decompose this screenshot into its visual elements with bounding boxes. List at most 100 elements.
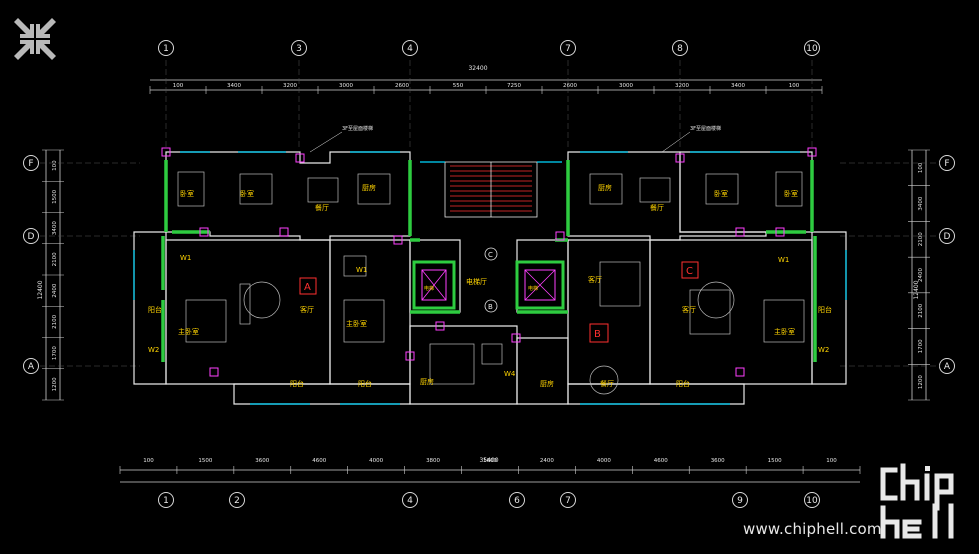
grid-lines: [40, 60, 940, 367]
dim-bottom-chain-label: 1500: [198, 458, 212, 464]
dim-right-chain-label: 1700: [918, 339, 924, 353]
room-labels: 卧室 卧室 餐厅 厨房 厨房 餐厅 卧室 卧室 W1 W1 W1 阳台 阳台 主…: [148, 183, 832, 388]
axis-right-A: A: [939, 358, 955, 374]
note-stair-right: 3F至屋面楼梯: [690, 125, 721, 132]
svg-text:1: 1: [163, 496, 169, 506]
furniture: [177, 171, 805, 395]
dim-left-chain-label: 2400: [52, 283, 58, 297]
dim-bottom-chain-label: 4600: [312, 458, 326, 464]
axis-bottom-1: 1: [158, 492, 174, 508]
axis-left-A: A: [23, 358, 39, 374]
axis-left-D: D: [23, 228, 39, 244]
svg-text:3: 3: [296, 44, 302, 54]
svg-text:4: 4: [407, 44, 413, 54]
label-balcony-5: 阳台: [676, 379, 690, 388]
svg-text:2: 2: [234, 496, 240, 506]
svg-text:1: 1: [163, 44, 169, 54]
label-dining-b: 餐厅: [600, 379, 614, 388]
dim-right-chain-label: 3400: [918, 196, 924, 210]
axis-bubbles-left: F D A: [23, 155, 39, 374]
axis-top-3: 3: [291, 40, 307, 56]
dim-top-chain-label: 7250: [507, 83, 521, 89]
elevators: [412, 260, 565, 310]
dim-top-chain-label: 3000: [339, 83, 353, 89]
dim-left-total: 12400: [37, 280, 44, 299]
svg-text:10: 10: [806, 44, 818, 54]
unit-c-label: C: [686, 266, 693, 277]
svg-text:6: 6: [514, 496, 520, 506]
axis-bottom-9: 9: [732, 492, 748, 508]
label-living-1: 客厅: [300, 305, 314, 314]
label-kitchen-1: 厨房: [362, 183, 376, 192]
axis-bubbles-right: FDA: [939, 155, 955, 374]
axis-bottom-2: 2: [229, 492, 245, 508]
dim-left-chain-label: 100: [52, 160, 58, 171]
dim-left-chain-label: 1200: [52, 377, 58, 391]
label-kitchen-a: 厨房: [420, 377, 434, 386]
dim-bottom-chain-label: 4600: [654, 458, 668, 464]
axis-top-8: 8: [672, 40, 688, 56]
dim-top-chain-label: 100: [173, 83, 184, 89]
label-w2-left: W2: [148, 346, 159, 354]
dim-top-chain-label: 2600: [395, 83, 409, 89]
windows: [133, 151, 847, 405]
dim-bottom-chain-label: 4000: [597, 458, 611, 464]
label-master-1: 主卧室: [178, 327, 199, 336]
dim-top-chain-label: 3200: [675, 83, 689, 89]
dim-left-chain-label: 2100: [52, 252, 58, 266]
svg-text:D: D: [944, 232, 951, 242]
svg-text:A: A: [28, 362, 35, 372]
svg-text:7: 7: [565, 496, 571, 506]
axis-bottom-10: 10: [804, 492, 820, 508]
unit-b-label: B: [594, 329, 601, 340]
dim-bottom-total: 35400: [479, 457, 498, 464]
label-dining-2: 餐厅: [650, 203, 664, 212]
svg-text:10: 10: [806, 496, 818, 506]
dim-bottom-chain-label: 2400: [540, 458, 554, 464]
svg-text:9: 9: [737, 496, 743, 506]
label-w1-left: W1: [180, 254, 191, 262]
watermark: www.chiphell.com: [743, 462, 973, 542]
collapse-icon[interactable]: [12, 16, 58, 62]
stair: [444, 161, 538, 218]
dim-bottom-chain-label: 4000: [369, 458, 383, 464]
axis-top-1: 1: [158, 40, 174, 56]
label-living-3: 客厅: [682, 305, 696, 314]
axis-right-D: D: [939, 228, 955, 244]
label-w1-center: W1: [356, 266, 367, 274]
dim-left-chain-label: 1700: [52, 346, 58, 360]
axis-bottom-4: 4: [402, 492, 418, 508]
label-balcony-2: 阳台: [818, 305, 832, 314]
axis-top-4: 4: [402, 40, 418, 56]
watermark-url: www.chiphell.com: [743, 520, 882, 538]
label-kitchen-b: 厨房: [540, 379, 554, 388]
dim-top-chain-label: 3200: [283, 83, 297, 89]
dim-bottom-chain-label: 3800: [426, 458, 440, 464]
annotations: 3F至屋面楼梯 3F至屋面楼梯: [309, 125, 721, 153]
label-w4: W4: [504, 370, 516, 378]
axis-bottom-6: 6: [509, 492, 525, 508]
label-w1-right: W1: [778, 256, 789, 264]
axis-bubbles-bottom: 1 2 4 6 7 9 10: [158, 492, 820, 508]
svg-text:F: F: [28, 159, 33, 169]
svg-text:8: 8: [677, 44, 683, 54]
dim-top-chain-label: 2600: [563, 83, 577, 89]
dim-bottom-chain-label: 100: [143, 458, 154, 464]
label-bedroom-2: 卧室: [240, 189, 254, 198]
doors: [161, 147, 817, 377]
dim-right-chain-label: 2100: [918, 303, 924, 317]
axis-top-7: 7: [560, 40, 576, 56]
svg-text:A: A: [944, 362, 951, 372]
dim-right-chain-label: 2100: [918, 232, 924, 246]
dim-left-chain-label: 3400: [52, 221, 58, 235]
dim-top-chain-label: 3400: [731, 83, 745, 89]
dim-bottom-chain-label: 3600: [255, 458, 269, 464]
label-balcony-3: 阳台: [290, 379, 304, 388]
dim-top-chain-label: 550: [453, 83, 464, 89]
axis-top-10: 10: [804, 40, 820, 56]
svg-text:D: D: [28, 232, 35, 242]
note-stair-left: 3F至屋面楼梯: [342, 125, 373, 132]
